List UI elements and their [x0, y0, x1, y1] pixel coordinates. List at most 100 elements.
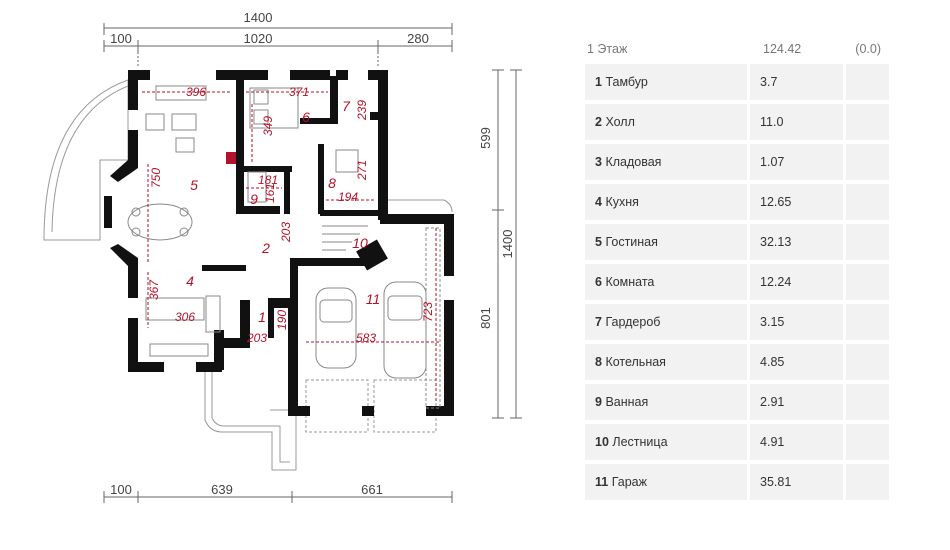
room-name: Комната	[605, 275, 655, 289]
room-extra-cell	[842, 464, 889, 500]
walls	[104, 70, 454, 416]
dim-top-left: 100	[110, 31, 132, 46]
room-extra-cell	[842, 104, 889, 140]
room-extra-cell	[842, 384, 889, 420]
room-name-cell: 1 Тамбур	[585, 64, 748, 100]
room-number: 11	[595, 475, 609, 489]
room-dim-label: 723	[421, 302, 435, 322]
room-dim-label: 583	[356, 331, 376, 345]
room-area-cell: 4.85	[747, 344, 843, 380]
room-extra-cell	[842, 184, 889, 220]
room-dim-label: 371	[289, 85, 309, 99]
room-name-cell: 8 Котельная	[585, 344, 748, 380]
dim-bottom-mid: 639	[211, 482, 233, 497]
room-number: 9	[595, 395, 602, 409]
room-number: 2	[595, 115, 602, 129]
room-number: 4	[186, 273, 194, 289]
room-area-cell: 11.0	[747, 104, 843, 140]
room-number: 10	[352, 235, 368, 251]
room-number: 1	[595, 75, 602, 89]
room-number: 2	[261, 240, 270, 256]
room-area-cell: 12.65	[747, 184, 843, 220]
room-name-cell: 4 Кухня	[585, 184, 748, 220]
room-number: 9	[250, 191, 258, 207]
header-floor-label: 1 Этаж	[587, 42, 628, 56]
table-header: 1 Этаж 124.42 (0.0)	[585, 38, 889, 60]
room-name-cell: 9 Ванная	[585, 384, 748, 420]
room-area-cell: 12.24	[747, 264, 843, 300]
room-name: Тамбур	[605, 75, 648, 89]
room-number: 3	[595, 155, 602, 169]
room-number: 7	[342, 98, 351, 114]
dim-right-total: 1400	[500, 230, 515, 259]
room-number: 8	[595, 355, 602, 369]
dim-top-mid: 1020	[244, 31, 273, 46]
room-number: 6	[595, 275, 602, 289]
room-dim-label: 161	[263, 183, 277, 203]
room-extra-cell	[842, 264, 889, 300]
room-name: Лестница	[612, 435, 668, 449]
room-number: 5	[190, 177, 198, 193]
header-extra: (0.0)	[855, 42, 881, 56]
room-name-cell: 2 Холл	[585, 104, 748, 140]
room-dim-label: 203	[246, 331, 267, 345]
room-dim-label: 190	[275, 310, 289, 330]
room-name: Гостиная	[605, 235, 658, 249]
room-extra-cell	[842, 344, 889, 380]
dim-top-total: 1400	[244, 10, 273, 25]
room-dim-label: 306	[175, 310, 195, 324]
room-area-cell: 3.15	[747, 304, 843, 340]
dim-bottom-right: 661	[361, 482, 383, 497]
room-number: 11	[366, 291, 381, 307]
room-number: 4	[595, 195, 602, 209]
room-name-cell: 7 Гардероб	[585, 304, 748, 340]
room-dim-label: 349	[261, 116, 275, 136]
room-name-cell: 3 Кладовая	[585, 144, 748, 180]
room-name: Котельная	[605, 355, 666, 369]
dimension-lines	[103, 23, 522, 503]
room-name-cell: 5 Гостиная	[585, 224, 748, 260]
room-area-cell: 32.13	[747, 224, 843, 260]
room-dim-label: 239	[355, 100, 369, 121]
room-dim-label: 181	[258, 173, 278, 187]
room-name-cell: 10 Лестница	[585, 424, 748, 460]
room-name: Ванная	[605, 395, 649, 409]
room-name-cell: 6 Комната	[585, 264, 748, 300]
dim-right-upper: 599	[478, 127, 493, 149]
header-total-area: 124.42	[763, 42, 802, 56]
room-dim-label: 396	[186, 85, 206, 99]
dim-top-right: 280	[407, 31, 429, 46]
room-number: 7	[595, 315, 602, 329]
room-number: 8	[328, 175, 336, 191]
furniture	[127, 85, 441, 409]
room-name: Холл	[605, 115, 635, 129]
room-dim-label: 203	[279, 222, 293, 243]
room-dim-label: 367	[147, 279, 161, 300]
room-dim-label: 750	[149, 168, 163, 188]
room-extra-cell	[842, 224, 889, 260]
room-name-cell: 11 Гараж	[585, 464, 748, 500]
room-name: Гардероб	[605, 315, 661, 329]
room-area-cell: 4.91	[747, 424, 843, 460]
dim-bottom-left: 100	[110, 482, 132, 497]
room-area-cell: 1.07	[747, 144, 843, 180]
room-dim-label: 271	[355, 160, 369, 181]
room-name: Гараж	[611, 475, 647, 489]
table-header-floor: 1 Этаж 124.42	[585, 38, 843, 60]
room-extra-cell	[842, 304, 889, 340]
room-extra-cell	[842, 64, 889, 100]
room-area-cell: 3.7	[747, 64, 843, 100]
terraces	[43, 79, 453, 471]
room-area-cell: 35.81	[747, 464, 843, 500]
room-number: 6	[302, 109, 310, 125]
